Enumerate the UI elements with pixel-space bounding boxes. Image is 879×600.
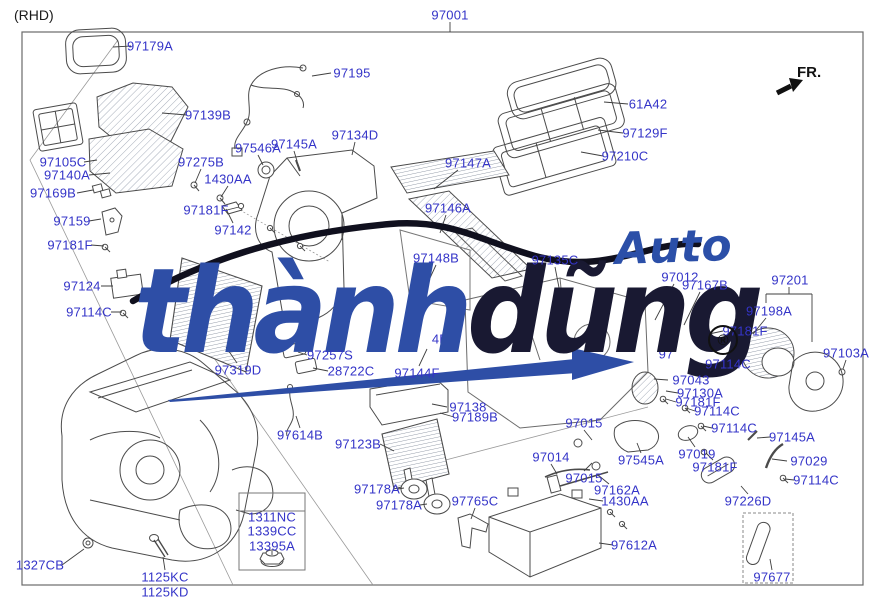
lower-duct-drawing — [88, 128, 184, 194]
blower-wheel-drawing — [741, 327, 795, 379]
grille-97147A-drawing — [390, 150, 510, 194]
tray-97138-drawing — [369, 377, 449, 426]
blower-motor-drawing — [788, 351, 846, 412]
assembled-unit-drawing — [60, 348, 274, 562]
evaporator-core-drawing — [169, 257, 263, 373]
wiring-harness-drawing — [231, 64, 307, 157]
actuator-cluster-drawing — [544, 371, 784, 494]
upper-duct-drawing — [96, 82, 189, 150]
lower-case-drawing — [488, 487, 602, 578]
frame-97129F-drawing — [497, 83, 625, 159]
drive-hand-label: (RHD) — [14, 7, 54, 23]
seal-ring-drawing — [65, 27, 127, 75]
sensor-wire-drawing — [286, 387, 294, 437]
heater-core-drawing — [381, 418, 450, 490]
fastener-inset-box — [238, 492, 306, 571]
mounting-bolt-drawing — [82, 534, 169, 558]
front-marker-label: FR. — [797, 64, 822, 81]
front-direction-arrow-icon — [775, 78, 803, 96]
hvac-case-drawing — [464, 277, 649, 429]
damper-stick-drawing — [745, 521, 771, 565]
dashed-detail-box — [742, 512, 794, 584]
drain-hose-drawing — [457, 513, 489, 549]
fastener-guide-line — [239, 209, 331, 263]
grid-panel-drawing — [32, 102, 84, 152]
cover-61A42-drawing — [506, 57, 617, 120]
registered-trademark-icon: ® — [708, 325, 738, 355]
diagram-border — [21, 31, 864, 586]
grommet-drawing — [400, 478, 451, 515]
clip-parts-drawing — [281, 341, 318, 375]
blower-housing-drawing — [255, 149, 378, 322]
